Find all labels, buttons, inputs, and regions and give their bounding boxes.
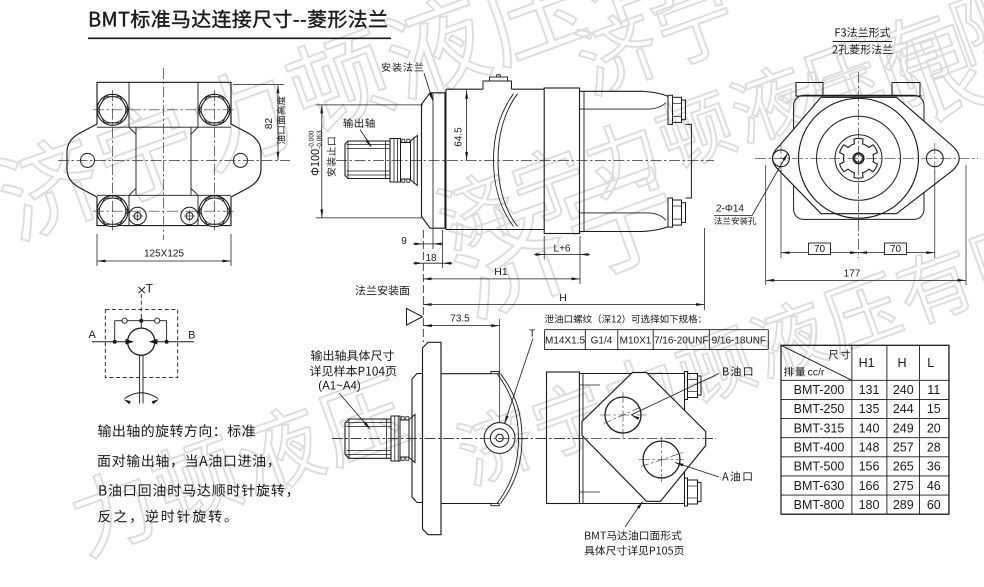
svg-text:46: 46 <box>927 479 941 493</box>
svg-text:2-Φ14: 2-Φ14 <box>716 204 744 215</box>
svg-text:9: 9 <box>401 236 407 247</box>
svg-text:T: T <box>146 281 154 295</box>
svg-text:64.5: 64.5 <box>454 127 465 147</box>
svg-text:BMT-200: BMT-200 <box>794 383 845 397</box>
svg-text:166: 166 <box>859 479 880 493</box>
svg-text:20: 20 <box>927 421 941 435</box>
svg-text:L: L <box>927 356 934 370</box>
svg-text:177: 177 <box>844 269 861 280</box>
svg-text:A: A <box>89 329 97 341</box>
svg-text:156: 156 <box>859 460 880 474</box>
svg-text:125X125: 125X125 <box>144 249 184 260</box>
svg-text:T: T <box>529 328 536 340</box>
svg-text:15: 15 <box>927 402 941 416</box>
svg-text:135: 135 <box>859 402 880 416</box>
svg-text:BMT-500: BMT-500 <box>794 460 845 474</box>
svg-text:36: 36 <box>927 460 941 474</box>
svg-text:140: 140 <box>859 421 880 435</box>
svg-text:(A1~A4): (A1~A4) <box>318 381 361 393</box>
svg-text:M14X1.5: M14X1.5 <box>545 335 585 346</box>
svg-text:249: 249 <box>893 421 914 435</box>
svg-text:289: 289 <box>893 498 914 512</box>
svg-text:G1/4: G1/4 <box>591 335 613 346</box>
svg-text:265: 265 <box>893 460 914 474</box>
svg-text:148: 148 <box>859 441 880 455</box>
svg-text:257: 257 <box>893 441 914 455</box>
svg-text:H: H <box>559 292 567 304</box>
svg-text:M10X1: M10X1 <box>620 335 652 346</box>
svg-text:240: 240 <box>893 383 914 397</box>
svg-text:9/16-18UNF: 9/16-18UNF <box>712 335 766 346</box>
svg-text:H: H <box>897 356 906 370</box>
svg-text:275: 275 <box>893 479 914 493</box>
svg-text:BMT-315: BMT-315 <box>794 421 845 435</box>
svg-text:BMT-800: BMT-800 <box>794 498 845 512</box>
svg-text:BMT-250: BMT-250 <box>794 402 845 416</box>
svg-text:131: 131 <box>859 383 880 397</box>
svg-text:70: 70 <box>814 244 826 255</box>
svg-text:H1: H1 <box>494 266 508 278</box>
svg-text:82: 82 <box>264 118 275 130</box>
svg-text:H1: H1 <box>859 356 875 370</box>
svg-text:L+6: L+6 <box>554 244 571 255</box>
svg-text:B: B <box>188 330 195 342</box>
svg-text:BMT-400: BMT-400 <box>794 441 845 455</box>
svg-text:60: 60 <box>927 498 941 512</box>
svg-text:cc/r: cc/r <box>808 367 825 379</box>
svg-text:70: 70 <box>890 244 902 255</box>
svg-text:73.5: 73.5 <box>450 314 470 325</box>
svg-text:28: 28 <box>927 441 941 455</box>
svg-text:BMT-630: BMT-630 <box>794 479 845 493</box>
svg-text:244: 244 <box>893 402 914 416</box>
svg-text:11: 11 <box>927 383 940 397</box>
svg-text:18: 18 <box>425 253 437 264</box>
svg-text:180: 180 <box>859 498 880 512</box>
svg-text:7/16-20UNF: 7/16-20UNF <box>654 335 708 346</box>
